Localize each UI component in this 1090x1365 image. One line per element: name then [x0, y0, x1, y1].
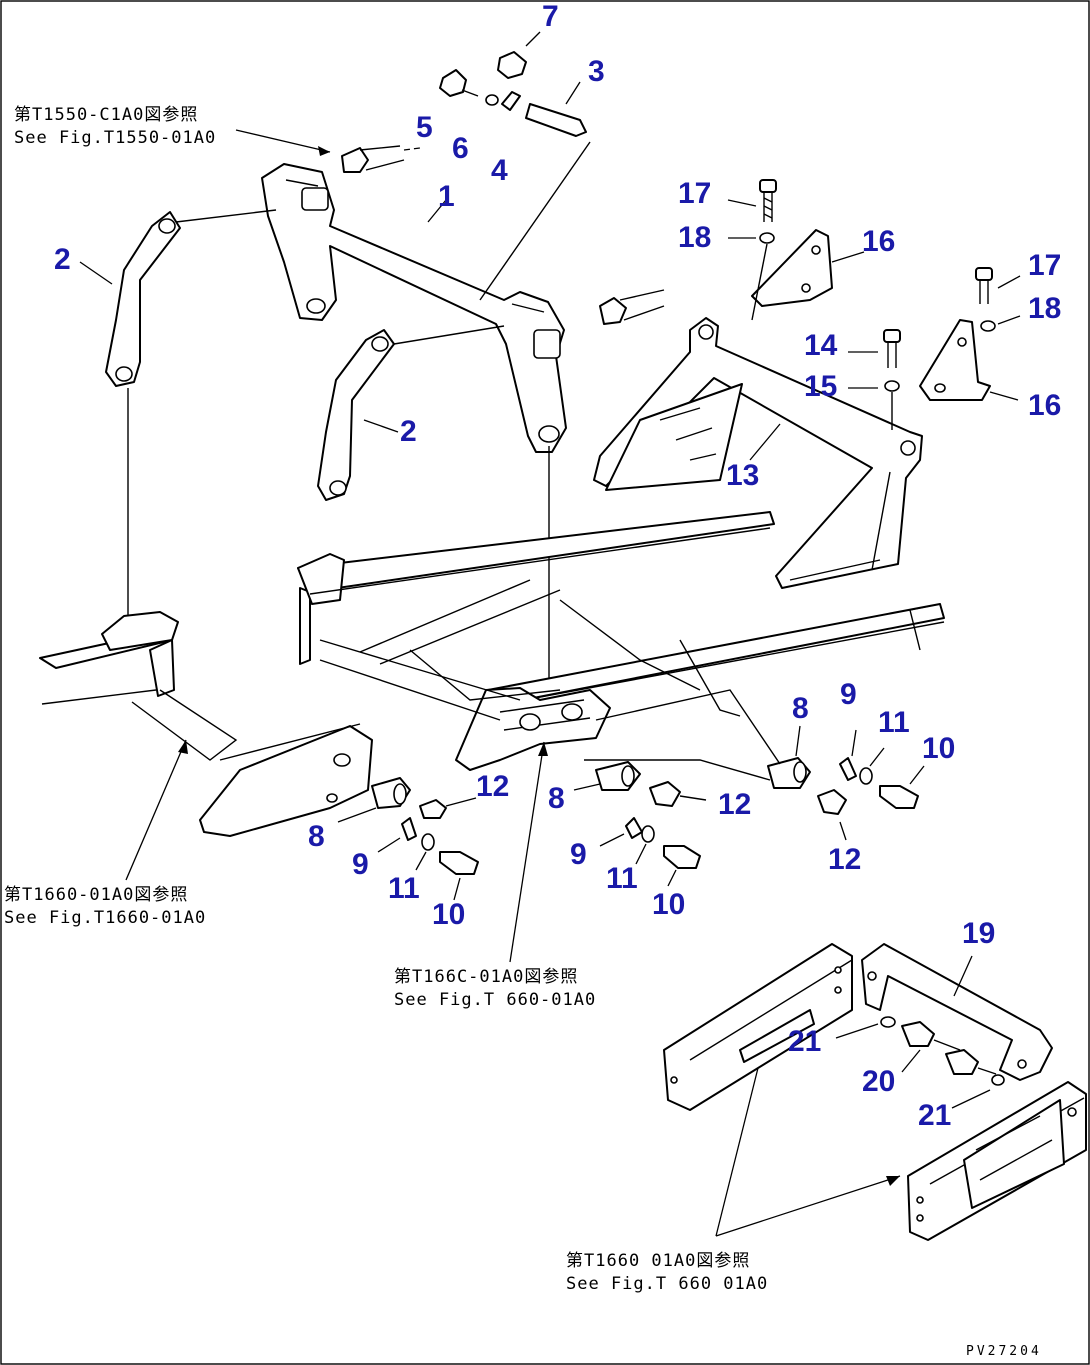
bolt-17-top [727, 179, 777, 222]
bolt-14 [848, 329, 901, 368]
callout-1: 1 [438, 180, 455, 213]
callout-8-left: 8 [308, 820, 325, 853]
callout-18-top: 18 [678, 221, 712, 254]
callout-9-center: 9 [570, 838, 587, 871]
washer-18-right [980, 315, 1021, 332]
note-ref-center: 第T166C-01A0図参照 See Fig.T 660-01A0 [394, 966, 596, 1012]
link-2-right [317, 325, 505, 501]
note-ref-top-line2: See Fig.T1550-01A0 [14, 128, 217, 148]
callout-7: 7 [542, 0, 559, 33]
callout-5: 5 [416, 111, 433, 144]
bolt-20-bottom [945, 1049, 997, 1075]
callout-20: 20 [862, 1065, 896, 1098]
note-ref-bottom-line1: 第T1660 01A0図参照 [566, 1251, 751, 1271]
washer-11-right [859, 747, 885, 785]
bolt-5 [439, 69, 479, 97]
drawing-code: PV27204 [966, 1344, 1042, 1359]
callout-3: 3 [588, 55, 605, 88]
callout-14: 14 [804, 329, 838, 362]
grease-12-right [817, 789, 847, 841]
link-2-left [79, 209, 277, 387]
callout-11-center: 11 [606, 862, 638, 895]
bracket-19 [861, 943, 1053, 1081]
pin-8-center [573, 761, 641, 791]
callout-6: 6 [452, 132, 469, 165]
callout-12-center: 12 [718, 788, 752, 821]
callout-12-right: 12 [828, 843, 862, 876]
bolt-17-right [975, 267, 1021, 304]
lift-arm-1 [261, 163, 665, 453]
cotter-9-left [377, 817, 417, 853]
washer-21-top [835, 1016, 896, 1039]
callout-16-top: 16 [862, 225, 896, 258]
pin-ref-top [341, 145, 421, 173]
cotter-9-right [839, 729, 857, 781]
pin-3 [525, 81, 587, 137]
callout-18-right: 18 [1028, 292, 1062, 325]
grease-12-left [419, 797, 477, 819]
callout-11-right: 11 [878, 706, 910, 739]
callout-4: 4 [491, 154, 508, 187]
callout-2-right: 2 [400, 415, 417, 448]
bracket-16-left [751, 229, 865, 307]
callout-19: 19 [962, 917, 996, 950]
callout-15: 15 [804, 370, 838, 403]
callout-21-bottom: 21 [918, 1099, 952, 1132]
washer-21-bottom [951, 1074, 1005, 1109]
lock-plate-4 [501, 91, 521, 111]
ref-arrow-center [509, 741, 548, 963]
note-ref-top-line1: 第T1550-C1A0図参照 [14, 105, 199, 125]
pin-8-left [337, 777, 411, 823]
main-frame [297, 511, 945, 771]
bolt-7 [497, 31, 541, 79]
washer-6 [485, 94, 499, 106]
cotter-9-center [599, 817, 643, 847]
note-ref-center-line2: See Fig.T 660-01A0 [394, 990, 597, 1010]
callout-10-right: 10 [922, 732, 956, 765]
ref-arrow-left [125, 739, 188, 881]
left-rail [39, 611, 373, 837]
callout-9-right: 9 [840, 678, 857, 711]
frame-section-right [907, 1081, 1087, 1241]
note-ref-bottom: 第T1660 01A0図参照 See Fig.T 660 01A0 [566, 1250, 768, 1296]
bolt-10-right [879, 765, 925, 809]
note-ref-bottom-line2: See Fig.T 660 01A0 [566, 1274, 769, 1294]
washer-11-left [415, 833, 435, 871]
callout-12-left: 12 [476, 770, 510, 803]
frame-section-left [663, 943, 853, 1111]
callout-10-left: 10 [432, 898, 466, 931]
pin-8-right [767, 725, 811, 789]
note-ref-left-line2: See Fig.T1660-01A0 [4, 908, 207, 928]
bolt-10-center [663, 845, 701, 887]
callout-11-left: 11 [388, 872, 420, 905]
callout-17-right: 17 [1028, 249, 1062, 282]
callout-10-center: 10 [652, 888, 686, 921]
washer-15 [848, 380, 900, 430]
bracket-16-right [919, 319, 1019, 401]
callout-8-center: 8 [548, 782, 565, 815]
callout-13: 13 [726, 459, 760, 492]
note-ref-center-line1: 第T166C-01A0図参照 [394, 967, 579, 987]
note-ref-left: 第T1660-01A0図参照 See Fig.T1660-01A0 [4, 884, 206, 930]
note-ref-left-line1: 第T1660-01A0図参照 [4, 885, 189, 905]
callout-21-top: 21 [788, 1025, 822, 1058]
washer-18-top [728, 232, 775, 321]
grease-12-center [649, 781, 707, 807]
callout-17-top: 17 [678, 177, 712, 210]
frame-13 [593, 317, 923, 589]
bolt-20-top [901, 1021, 961, 1073]
callout-16-right: 16 [1028, 389, 1062, 422]
callout-8-right: 8 [792, 692, 809, 725]
washer-11-center [635, 825, 655, 865]
bolt-10-left [439, 851, 479, 901]
note-ref-top: 第T1550-C1A0図参照 See Fig.T1550-01A0 [14, 104, 216, 150]
callout-2-left: 2 [54, 243, 71, 276]
callout-9-left: 9 [352, 848, 369, 881]
ref-arrow-top [235, 129, 331, 156]
